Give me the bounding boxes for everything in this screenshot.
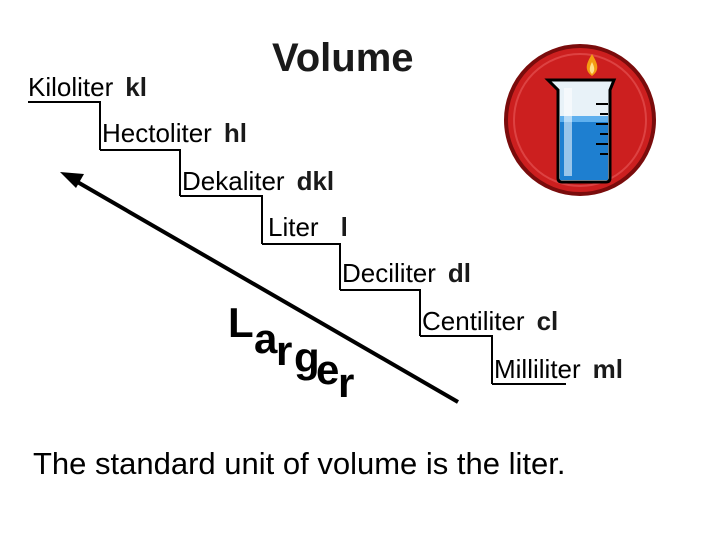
beaker-icon: [504, 44, 656, 196]
step-connector-1: [28, 101, 101, 150]
step-connector-3: [180, 195, 263, 244]
unit-name: Dekaliter: [182, 166, 285, 196]
unit-abbr: l: [340, 212, 348, 242]
step-connector-6: [420, 335, 493, 384]
unit-abbr: kl: [125, 72, 147, 102]
unit-name: Hectoliter: [102, 118, 212, 148]
unit-abbr: cl: [536, 306, 559, 336]
unit-milliliter: Milliliter ml: [494, 356, 623, 382]
step-connector-5: [340, 289, 421, 336]
unit-name: Liter: [268, 212, 319, 242]
page-title: Volume: [272, 36, 414, 80]
unit-hectoliter: Hectoliter hl: [102, 120, 247, 146]
larger-letter-3: r: [276, 327, 293, 374]
unit-dekaliter: Dekaliter dkl: [182, 168, 334, 194]
larger-arrow: [60, 172, 460, 404]
unit-abbr: ml: [592, 354, 624, 384]
larger-letter-1: L: [228, 299, 254, 346]
unit-kiloliter: Kiloliter kl: [28, 74, 147, 100]
unit-centiliter: Centiliter cl: [422, 308, 558, 334]
unit-abbr: hl: [223, 118, 247, 148]
unit-name: Kiloliter: [28, 72, 114, 102]
larger-letter-5: e: [316, 346, 340, 393]
larger-letter-2: a: [254, 315, 278, 362]
step-connector-4: [262, 243, 341, 290]
unit-abbr: dkl: [296, 166, 335, 196]
step-connector-2: [100, 149, 181, 196]
unit-deciliter: Deciliter dl: [342, 260, 471, 286]
unit-name: Deciliter: [342, 258, 436, 288]
larger-letter-4: g: [294, 334, 320, 381]
unit-name: Milliliter: [494, 354, 581, 384]
footer-statement: The standard unit of volume is the liter…: [33, 446, 566, 481]
unit-name: Centiliter: [422, 306, 525, 336]
larger-letter-6: r: [338, 359, 355, 406]
unit-abbr: dl: [447, 258, 472, 288]
